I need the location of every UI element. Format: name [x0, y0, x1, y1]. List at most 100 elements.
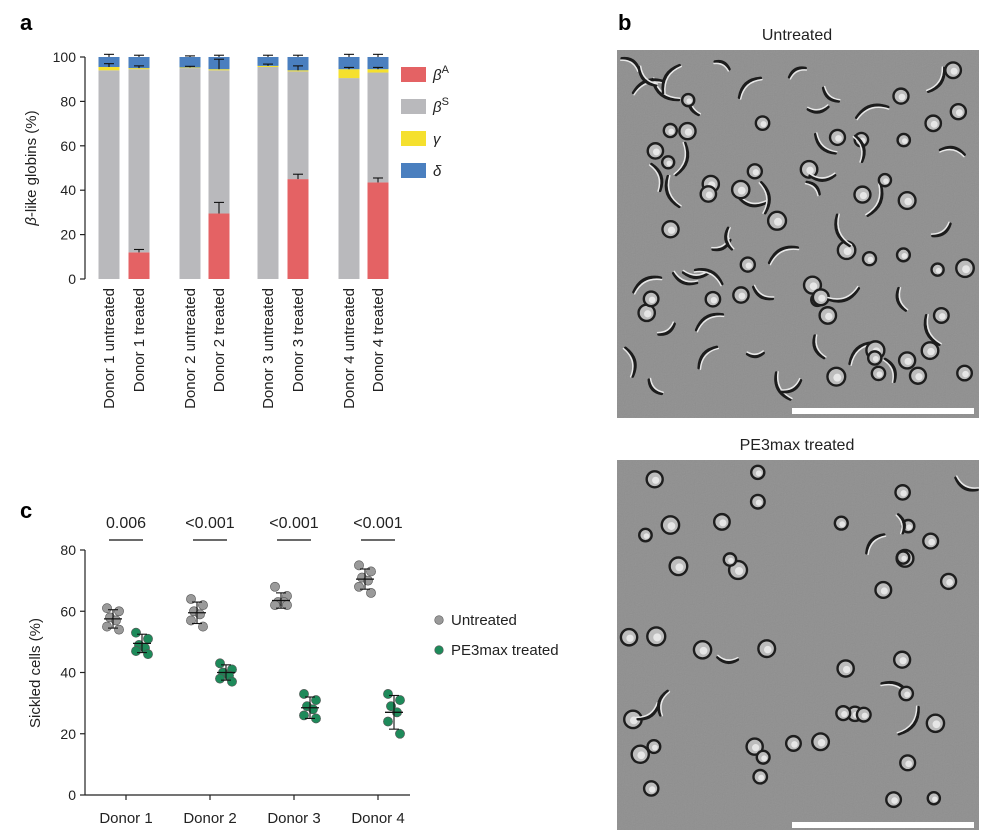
cells-treated: [619, 464, 980, 809]
micrograph-title-untreated: Untreated: [762, 27, 832, 44]
cell-highlight: [746, 350, 765, 355]
bar-segment: [257, 66, 279, 280]
bar-segment: [257, 65, 279, 67]
cell-center: [962, 370, 969, 378]
data-point: [215, 673, 225, 684]
cell-center: [898, 93, 906, 101]
bar-segment: [367, 182, 389, 279]
cell-highlight: [673, 270, 699, 283]
cell-edge: [657, 322, 676, 336]
cell-highlight: [827, 285, 859, 300]
sickle-cell: [855, 103, 890, 121]
bar-stack: [128, 54, 150, 279]
sickle-cell: [724, 226, 735, 251]
bar-segment: [208, 69, 230, 71]
cell-edge: [865, 533, 886, 555]
cell-center: [950, 67, 958, 75]
cell-edge: [650, 162, 664, 193]
cell-edge: [787, 66, 807, 79]
panel-b-letter: b: [618, 10, 631, 35]
scale-bar-untreated: [792, 408, 974, 414]
cell-center: [758, 774, 765, 781]
cell-center: [901, 138, 908, 144]
sickle-cell: [673, 141, 690, 177]
p-value-label: 0.006: [106, 515, 146, 532]
cell-center: [684, 128, 693, 136]
y-axis-label: β-like globins (%): [23, 110, 40, 226]
y-tick-label: 80: [60, 93, 76, 109]
cell-center: [930, 120, 938, 128]
cell-center: [883, 178, 889, 184]
cell-highlight: [693, 270, 722, 287]
x-tick-label: Donor 1 treated: [131, 288, 148, 392]
cell-highlight: [713, 62, 730, 72]
cell-edge: [866, 182, 884, 217]
cell-center: [904, 357, 912, 366]
bars: [98, 53, 389, 280]
data-point: [215, 658, 225, 669]
bar-segment: [98, 70, 120, 279]
cell-center: [626, 634, 634, 642]
sickle-cell: [774, 371, 793, 401]
cell-edge: [813, 132, 837, 155]
cell-center: [935, 267, 942, 274]
sickle-cell: [812, 334, 827, 360]
cell-edge: [713, 59, 731, 71]
sickle-cell: [806, 104, 830, 114]
cell-center: [817, 738, 826, 747]
cell-center: [675, 563, 684, 572]
bar-segment: [367, 72, 389, 183]
sickle-cell: [737, 76, 763, 100]
cell-highlight: [648, 164, 661, 192]
sickle-cell: [745, 350, 765, 359]
x-tick-label: Donor 2 treated: [211, 288, 228, 392]
bar-stack: [179, 55, 201, 279]
legend-swatch: [401, 131, 426, 146]
cell-highlight: [633, 278, 663, 295]
cell-center: [906, 524, 912, 530]
cell-center: [755, 499, 762, 506]
cell-edge: [623, 346, 637, 378]
cell-center: [901, 252, 908, 259]
data-point: [186, 615, 196, 626]
sickle-cell: [804, 180, 821, 197]
data-point: [131, 646, 141, 656]
cell-center: [867, 256, 874, 263]
cell-edge: [737, 76, 763, 99]
cell-highlight: [882, 359, 894, 383]
x-tick-label: Donor 3: [267, 810, 320, 827]
cell-center: [833, 373, 842, 382]
cell-center: [752, 169, 759, 176]
cell-edge: [883, 357, 897, 383]
sickle-cell: [882, 357, 897, 383]
y-axis-label: Sickled cells (%): [27, 618, 44, 728]
bar-segment: [128, 69, 150, 253]
cell-center: [839, 521, 846, 528]
data-point: [102, 603, 112, 614]
sickle-cell: [664, 174, 682, 209]
cell-center: [806, 166, 814, 175]
cell-highlight: [776, 371, 793, 400]
cell-center: [880, 587, 888, 595]
legend-label: Untreated: [451, 612, 517, 629]
cell-edge: [767, 245, 800, 265]
legend-marker: [434, 645, 444, 655]
cell-highlight: [727, 227, 735, 250]
bar-stack: [338, 53, 360, 279]
cell-center: [818, 294, 826, 302]
cell-center: [928, 538, 935, 546]
cell-center: [710, 296, 718, 304]
sickle-cell: [693, 268, 724, 287]
cell-center: [719, 519, 727, 527]
cells-untreated: [620, 56, 975, 401]
cell-center: [791, 741, 798, 748]
cell-center: [842, 665, 851, 674]
cell-center: [648, 296, 656, 304]
cell-center: [637, 751, 646, 760]
panel-c-letter: c: [20, 498, 32, 523]
cell-highlight: [809, 172, 836, 179]
p-value-label: <0.001: [269, 515, 318, 532]
